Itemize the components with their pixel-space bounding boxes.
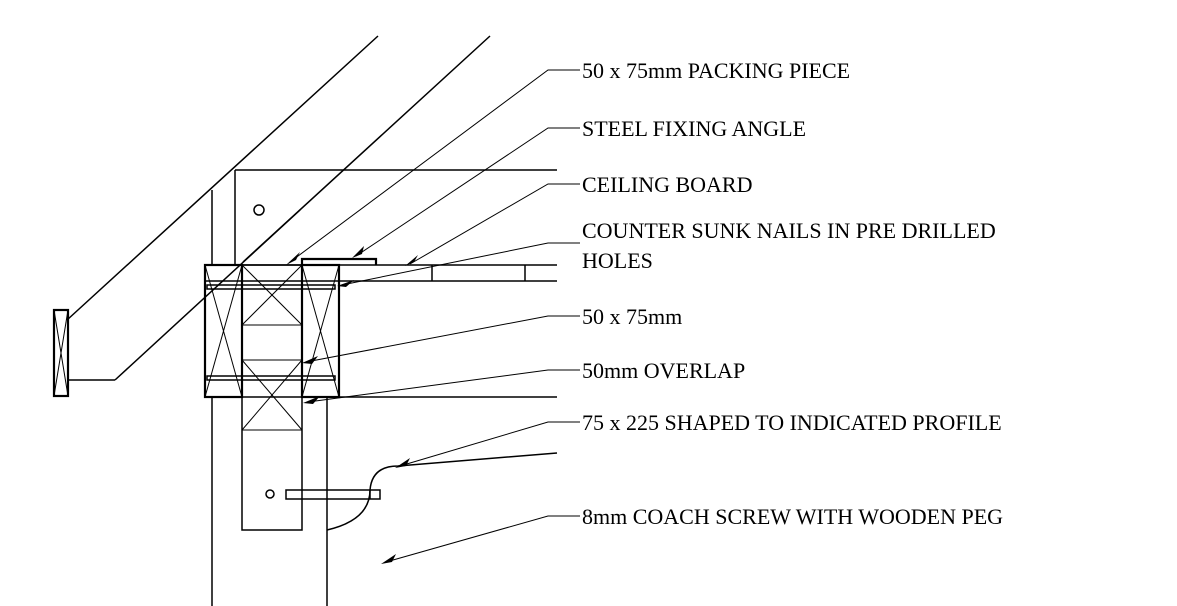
label-50mm-overlap: 50mm OVERLAP xyxy=(582,358,745,383)
label-shaped-profile: 75 x 225 SHAPED TO INDICATED PROFILE xyxy=(582,410,1002,435)
tie-beam xyxy=(234,169,557,265)
label-counter-sunk-nails-line1: COUNTER SUNK NAILS IN PRE DRILLED xyxy=(582,218,996,243)
leader-lines xyxy=(286,69,580,564)
fascia-board xyxy=(52,308,70,398)
nails xyxy=(206,284,336,381)
label-50x75mm: 50 x 75mm xyxy=(582,304,682,329)
steel-fixing-angle xyxy=(300,257,378,265)
label-coach-screw: 8mm COACH SCREW WITH WOODEN PEG xyxy=(582,504,1003,529)
central-post xyxy=(241,264,303,531)
ceiling-board xyxy=(205,264,557,282)
shaped-bracket xyxy=(326,452,558,531)
coach-screw xyxy=(285,489,381,500)
label-steel-fixing-angle: STEEL FIXING ANGLE xyxy=(582,116,806,141)
labels: 50 x 75mm PACKING PIECE STEEL FIXING ANG… xyxy=(582,58,1003,529)
wall-columns xyxy=(211,190,328,606)
label-counter-sunk-nails-line2: HOLES xyxy=(582,248,653,273)
roof-rafters xyxy=(66,35,491,381)
label-packing-piece: 50 x 75mm PACKING PIECE xyxy=(582,58,850,83)
label-ceiling-board: CEILING BOARD xyxy=(582,172,753,197)
